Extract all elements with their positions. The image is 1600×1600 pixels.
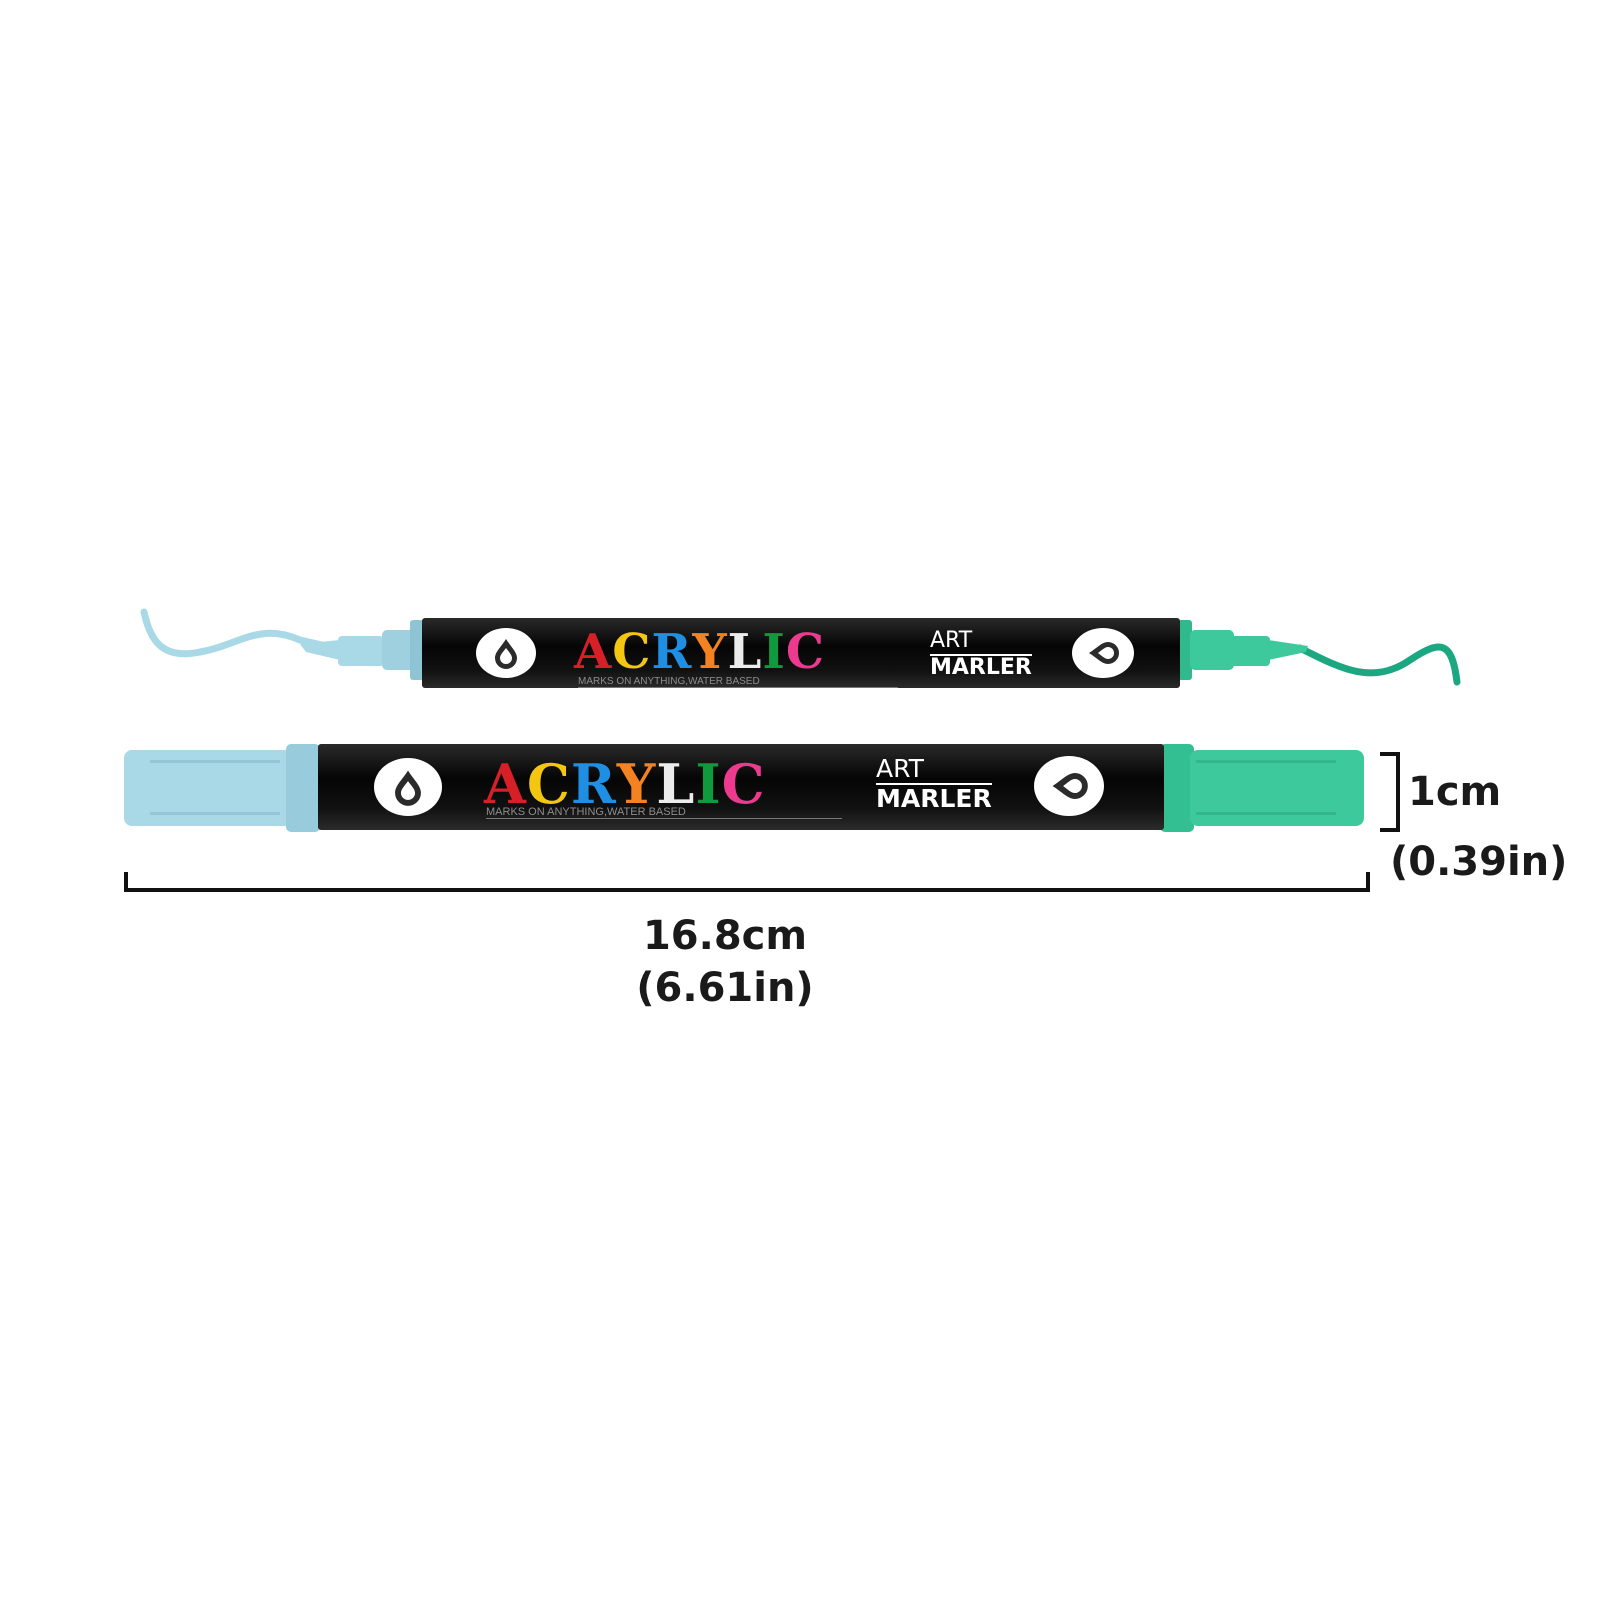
green-stroke: [1296, 643, 1461, 686]
length-bracket: [124, 872, 1370, 892]
art-marler-label: ART MARLER: [930, 630, 1032, 679]
brand-letter: L: [656, 752, 696, 816]
drop-icon: [395, 770, 421, 806]
brush-strokes: [140, 608, 1461, 686]
tagline: MARKS ON ANYTHING,WATER BASED: [486, 806, 842, 819]
green-cap: [1190, 750, 1364, 826]
marker-barrel: [318, 744, 1164, 830]
green-cap-ring: [1160, 744, 1194, 832]
brand-letter: C: [612, 624, 652, 680]
drop-icon: [495, 639, 517, 669]
drop-logo-left: [476, 628, 536, 678]
marler-line: MARLER: [930, 655, 1032, 680]
brand-wordmark: ACRYLIC: [574, 624, 825, 680]
brand-letter: I: [762, 624, 786, 680]
blue-stroke: [140, 608, 326, 658]
brand-letter: C: [785, 624, 826, 680]
marler-line: MARLER: [876, 784, 992, 813]
brand-letter: A: [484, 752, 527, 816]
blue-brush-tip: [300, 640, 340, 660]
blue-tip-collar: [338, 636, 384, 666]
brand-letter: Y: [692, 624, 728, 680]
brand-letter: I: [695, 752, 722, 816]
drop-logo-left: [374, 758, 442, 816]
art-line: ART: [876, 756, 992, 785]
length-in: (6.61in): [636, 965, 814, 1011]
green-brush-tip: [1268, 640, 1308, 660]
width-in-label: (0.39in): [1390, 839, 1568, 885]
art-marler-label: ART MARLER: [876, 756, 992, 811]
brand-letter: R: [570, 752, 617, 816]
green-tip-neck: [1190, 630, 1234, 670]
blue-cap-ring: [286, 744, 320, 832]
drop-icon: [1089, 642, 1119, 664]
blue-cap: [124, 750, 292, 826]
length-cm: 16.8cm: [642, 913, 808, 959]
brand-wordmark: ACRYLIC: [484, 752, 766, 816]
green-tip-collar: [1230, 636, 1270, 666]
tagline: MARKS ON ANYTHING,WATER BASED: [578, 676, 898, 688]
dimension-lines: [124, 752, 1400, 892]
width-bracket: [1380, 752, 1400, 832]
brand-letter: C: [721, 752, 766, 816]
width-cm-label: 1cm: [1408, 769, 1502, 815]
drop-icon: [1052, 773, 1088, 799]
art-line: ART: [930, 630, 1032, 656]
length-label: 16.8cm (6.61in): [600, 910, 850, 1014]
brand-letter: A: [574, 624, 613, 680]
drop-logo-right: [1034, 756, 1104, 816]
marker-caps: [124, 744, 1364, 832]
brand-letter: Y: [616, 752, 657, 816]
brand-letter: L: [727, 624, 763, 680]
brand-letter: C: [526, 752, 571, 816]
marker-barrel: [422, 618, 1180, 688]
brand-letter: R: [651, 624, 693, 680]
drop-logo-right: [1072, 628, 1134, 678]
